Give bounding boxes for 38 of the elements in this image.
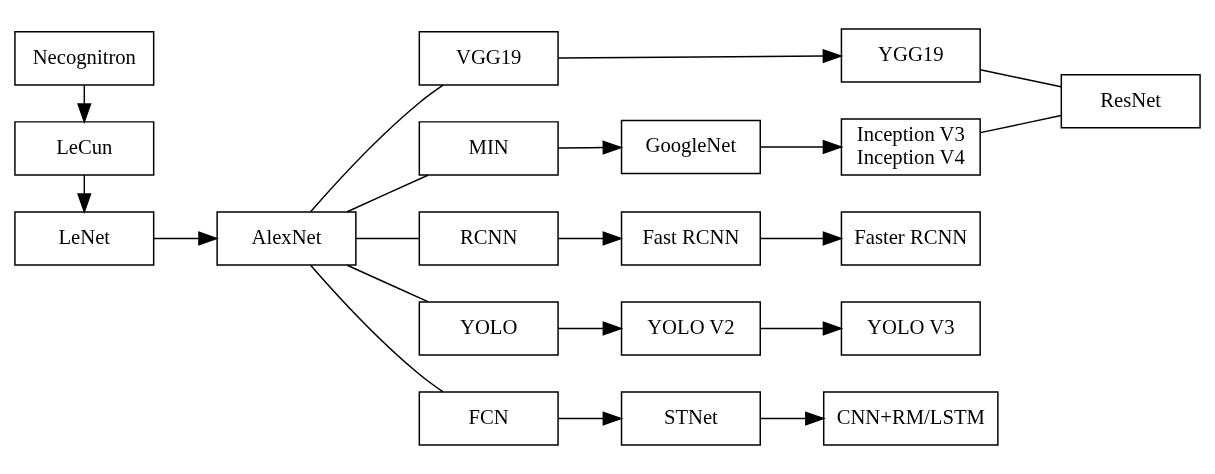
node-box: LeCun — [14, 121, 155, 176]
node-box: Inception V3 Inception V4 — [840, 118, 981, 176]
node-box: YOLO V3 — [840, 301, 981, 356]
arrow — [77, 174, 92, 214]
connector — [309, 84, 444, 213]
connector — [346, 174, 429, 213]
arrow — [557, 321, 624, 336]
node-box: STNet — [620, 391, 761, 446]
arrow — [557, 231, 624, 246]
node-box: RCNN — [418, 211, 559, 266]
connector — [979, 69, 1062, 88]
arrow — [77, 84, 92, 124]
node-box: YGG19 — [840, 28, 981, 83]
node-box: Fast RCNN — [620, 211, 761, 266]
node-box: YOLO V2 — [620, 301, 761, 356]
node-box: AlexNet — [216, 211, 357, 266]
arrow — [557, 48, 844, 64]
connector — [346, 264, 429, 303]
arrow — [759, 411, 826, 426]
node-box: MIN — [418, 121, 559, 176]
node-box: LeNet — [14, 211, 155, 266]
node-box: CNN+RM/LSTM — [822, 391, 999, 446]
node-box: Faster RCNN — [840, 211, 981, 266]
arrow — [557, 411, 624, 426]
node-box: GoogleNet — [620, 119, 761, 175]
node-box: VGG19 — [418, 31, 559, 86]
connector — [979, 114, 1062, 134]
node-box: YOLO — [418, 301, 559, 356]
arrow — [759, 321, 844, 336]
node-box: ResNet — [1060, 73, 1201, 129]
arrow — [759, 231, 844, 246]
node-box: Necognitron — [14, 31, 155, 86]
arrow — [759, 139, 844, 155]
connector — [309, 264, 444, 393]
node-box: FCN — [418, 391, 559, 446]
connector — [355, 237, 420, 240]
arrow — [557, 140, 624, 155]
arrow — [153, 231, 219, 246]
